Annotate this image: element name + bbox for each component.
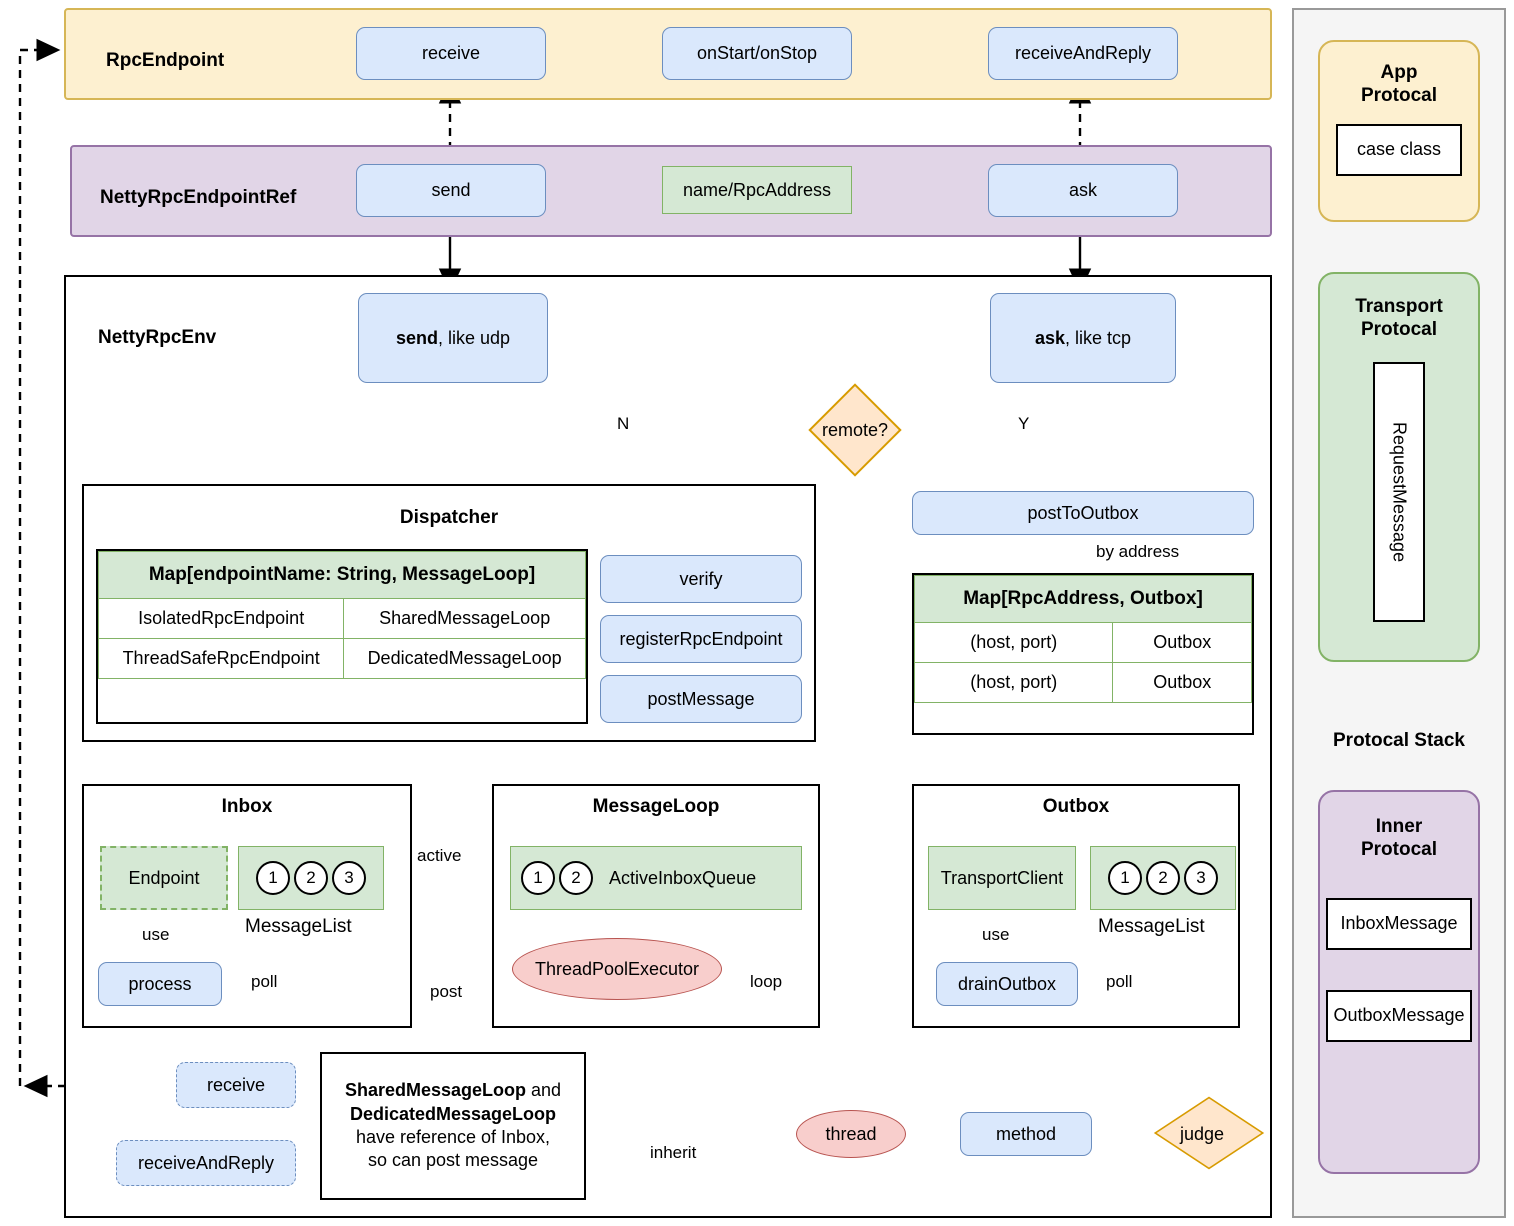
remote-decision-diamond[interactable]: remote?	[788, 383, 922, 477]
inbox-process-button[interactable]: process	[98, 962, 222, 1006]
inbox-message-list-label: MessageList	[245, 916, 352, 937]
inbox-poll-label: poll	[249, 972, 280, 992]
thread-pool-executor: ThreadPoolExecutor	[512, 938, 722, 1000]
app-protocol-item-case-class: case class	[1336, 123, 1462, 176]
legend-thread: thread	[796, 1110, 906, 1158]
transport-protocol-title: Transport Protocal	[1355, 296, 1443, 340]
legend-method: method	[960, 1112, 1092, 1156]
inner-protocol-title: Inner Protocal	[1360, 816, 1438, 860]
active-inbox-queue-label: ActiveInboxQueue	[609, 867, 757, 888]
protocol-stack-title: Protocal Stack	[1333, 730, 1465, 751]
env-ask-rest: , like tcp	[1065, 327, 1132, 348]
app-protocol-title: App Protocal	[1360, 62, 1438, 106]
inherit-edge-label: inherit	[650, 1143, 697, 1162]
rpc-endpoint-label: RpcEndpoint	[106, 50, 225, 71]
netty-rpc-endpoint-ref-label: NettyRpcEndpointRef	[100, 187, 297, 208]
dispatcher-map-table: Map[endpointName: String, MessageLoop] I…	[96, 549, 588, 724]
netty-rpc-env-container	[64, 275, 1272, 1218]
env-send-box[interactable]: send, like udp	[358, 293, 548, 383]
inbox-title: Inbox	[221, 796, 273, 817]
note-line4: so can post message	[367, 1150, 539, 1171]
inner-protocol-item-outboxmessage: OutboxMessage	[1326, 989, 1472, 1042]
post-to-outbox-button[interactable]: postToOutbox	[912, 491, 1254, 535]
active-edge-label: active	[417, 846, 462, 865]
outbox-drain-button[interactable]: drainOutbox	[936, 962, 1078, 1006]
table-row: (host, port) Outbox	[913, 622, 1252, 663]
rpc-endpoint-method-onstart-onstop[interactable]: onStart/onStop	[662, 27, 852, 80]
message-loop-note: SharedMessageLoop and DedicatedMessageLo…	[320, 1052, 586, 1200]
env-send-bold: send	[395, 327, 438, 348]
dispatcher-map-key-1: ThreadSafeRpcEndpoint	[97, 638, 345, 679]
table-row: ThreadSafeRpcEndpoint DedicatedMessageLo…	[97, 638, 586, 679]
note-line1-bold: SharedMessageLoop	[344, 1080, 526, 1101]
table-row: IsolatedRpcEndpoint SharedMessageLoop	[97, 598, 586, 639]
decision-yes-label: Y	[1016, 414, 1032, 434]
outbox-transport-client: TransportClient	[928, 846, 1076, 910]
loop-edge-label: loop	[750, 972, 783, 991]
outbox-title: Outbox	[1042, 796, 1110, 817]
env-ask-box[interactable]: ask, like tcp	[990, 293, 1176, 383]
message-loop-title: MessageLoop	[592, 796, 720, 817]
outbox-map-key-0: (host, port)	[913, 622, 1114, 663]
inbox-use-label: use	[142, 925, 170, 944]
dispatcher-map-val-0: SharedMessageLoop	[343, 598, 586, 639]
outbox-message-3: 3	[1184, 861, 1218, 895]
rpc-endpoint-method-receive[interactable]: receive	[356, 27, 546, 80]
decision-no-label: N	[615, 414, 632, 434]
endpoint-ref-attribute-name-rpcaddress: name/RpcAddress	[662, 166, 852, 214]
by-address-label: by address	[1096, 542, 1180, 561]
note-line2-bold: DedicatedMessageLoop	[349, 1103, 557, 1124]
note-line1-rest: and	[526, 1080, 562, 1101]
note-line3: have reference of Inbox,	[355, 1127, 551, 1147]
transport-protocol-item-requestmessage: RequestMessage	[1373, 361, 1425, 622]
outbox-map-table: Map[RpcAddress, Outbox] (host, port) Out…	[912, 573, 1254, 735]
table-row: (host, port) Outbox	[913, 662, 1252, 703]
inner-protocol-group: Inner Protocal InboxMessage OutboxMessag…	[1318, 790, 1480, 1174]
inbox-message-3: 3	[332, 861, 366, 895]
inbox-message-1: 1	[256, 861, 290, 895]
app-protocol-group: App Protocal case class	[1318, 40, 1480, 222]
outbox-use-label: use	[982, 925, 1010, 944]
legend-judge: judge	[1122, 1096, 1282, 1170]
outbox-message-list: 1 2 3	[1090, 846, 1236, 910]
outbox-message-1: 1	[1108, 861, 1142, 895]
active-inbox-queue: 1 2 ActiveInboxQueue	[510, 846, 802, 910]
inbox-message-list: 1 2 3	[238, 846, 384, 910]
env-send-rest: , like udp	[437, 327, 511, 348]
outbox-map-val-1: Outbox	[1112, 662, 1252, 703]
outbox-map-header: Map[RpcAddress, Outbox]	[914, 575, 1252, 623]
inbox-message-2: 2	[294, 861, 328, 895]
rpc-endpoint-method-receiveandreply[interactable]: receiveAndReply	[988, 27, 1178, 80]
dispatcher-map-header: Map[endpointName: String, MessageLoop]	[98, 551, 586, 599]
inner-protocol-item-inboxmessage: InboxMessage	[1326, 897, 1472, 950]
inbox-endpoint-box: Endpoint	[100, 846, 228, 910]
dispatcher-map-key-0: IsolatedRpcEndpoint	[97, 598, 345, 639]
queue-message-1: 1	[521, 861, 555, 895]
dispatcher-method-verify[interactable]: verify	[600, 555, 802, 603]
endpoint-ref-method-send[interactable]: send	[356, 164, 546, 217]
dispatcher-title: Dispatcher	[399, 507, 499, 528]
dispatcher-method-registerrpcendpoint[interactable]: registerRpcEndpoint	[600, 615, 802, 663]
callback-receive[interactable]: receive	[176, 1062, 296, 1108]
outbox-poll-label: poll	[1104, 972, 1135, 992]
outbox-map-key-1: (host, port)	[913, 662, 1114, 703]
endpoint-ref-method-ask[interactable]: ask	[988, 164, 1178, 217]
callback-receive-and-reply[interactable]: receiveAndReply	[116, 1140, 296, 1186]
netty-rpc-env-label: NettyRpcEnv	[98, 327, 217, 348]
outbox-message-list-label: MessageList	[1098, 916, 1205, 937]
post-edge-label: post	[430, 982, 463, 1001]
env-ask-bold: ask	[1034, 327, 1065, 348]
outbox-message-2: 2	[1146, 861, 1180, 895]
dispatcher-method-postmessage[interactable]: postMessage	[600, 675, 802, 723]
transport-protocol-group: Transport Protocal RequestMessage	[1318, 272, 1480, 662]
queue-message-2: 2	[559, 861, 593, 895]
outbox-map-val-0: Outbox	[1112, 622, 1252, 663]
dispatcher-map-val-1: DedicatedMessageLoop	[343, 638, 586, 679]
